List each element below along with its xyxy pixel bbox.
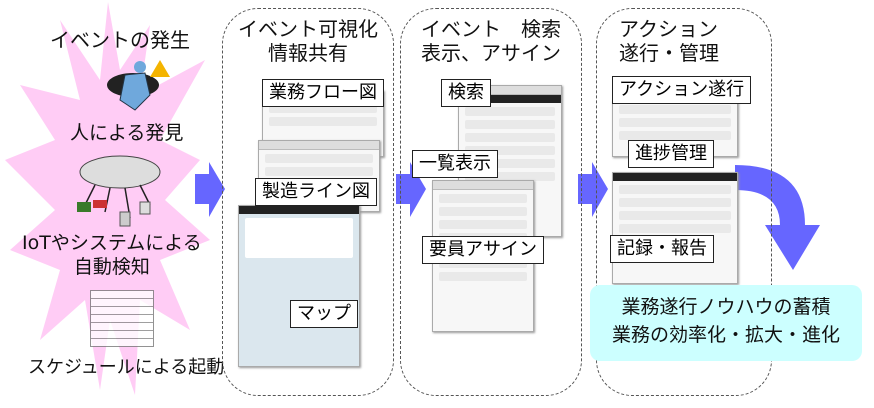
arrow-right-icon xyxy=(578,162,608,217)
progress-screenshot xyxy=(612,172,738,284)
label-flow-diagram: 業務フロー図 xyxy=(262,79,384,107)
panel-title: イベント可視化 xyxy=(238,17,378,41)
label-progress: 進捗管理 xyxy=(628,140,714,168)
outcome-line1: 業務遂行ノウハウの蓄積 xyxy=(621,296,831,318)
event-origin-title: イベントの発生 xyxy=(50,28,190,52)
schedule-label: スケジュールによる起動 xyxy=(28,357,225,378)
outcome-line2: 業務の効率化・拡大・進化 xyxy=(611,324,840,346)
panel-title: アクション xyxy=(619,17,718,41)
outcome-box: 業務遂行ノウハウの蓄積業務の効率化・拡大・進化 xyxy=(590,285,862,361)
label-map: マップ xyxy=(290,300,358,328)
label-assign: 要員アサイン xyxy=(422,236,544,264)
action-screenshot xyxy=(612,100,738,157)
panel-title: 表示、アサイン xyxy=(421,41,561,65)
arrow-right-icon xyxy=(195,162,225,217)
panel-search: イベント 検索表示、アサイン xyxy=(400,8,582,396)
iot-detection-label: IoTやシステムによる自動検知 xyxy=(22,231,202,279)
arrow-right-icon xyxy=(396,162,426,217)
label-list-view: 一覧表示 xyxy=(412,150,498,178)
iot-line2: 自動検知 xyxy=(73,256,150,278)
panel-title: 情報共有 xyxy=(268,41,348,65)
human-discovery-label: 人による発見 xyxy=(70,122,184,144)
label-action-execution: アクション遂行 xyxy=(612,76,752,104)
label-production-line: 製造ライン図 xyxy=(255,178,377,206)
worker-icon xyxy=(107,60,170,111)
iot-line1: IoTやシステムによる xyxy=(22,232,202,254)
panel-title: 遂行・管理 xyxy=(619,41,719,65)
panel-visualization: イベント可視化情報共有 xyxy=(222,8,394,396)
warning-icon xyxy=(150,60,170,77)
map-screenshot xyxy=(238,205,360,367)
label-search: 検索 xyxy=(441,79,491,107)
panel-action: アクション遂行・管理 xyxy=(596,8,772,396)
cloud-iot-icon xyxy=(77,155,161,227)
curved-arrow-icon xyxy=(735,165,820,270)
panel-title: イベント 検索 xyxy=(421,17,561,41)
calendar-icon xyxy=(90,290,154,347)
label-report: 記録・報告 xyxy=(610,235,714,263)
